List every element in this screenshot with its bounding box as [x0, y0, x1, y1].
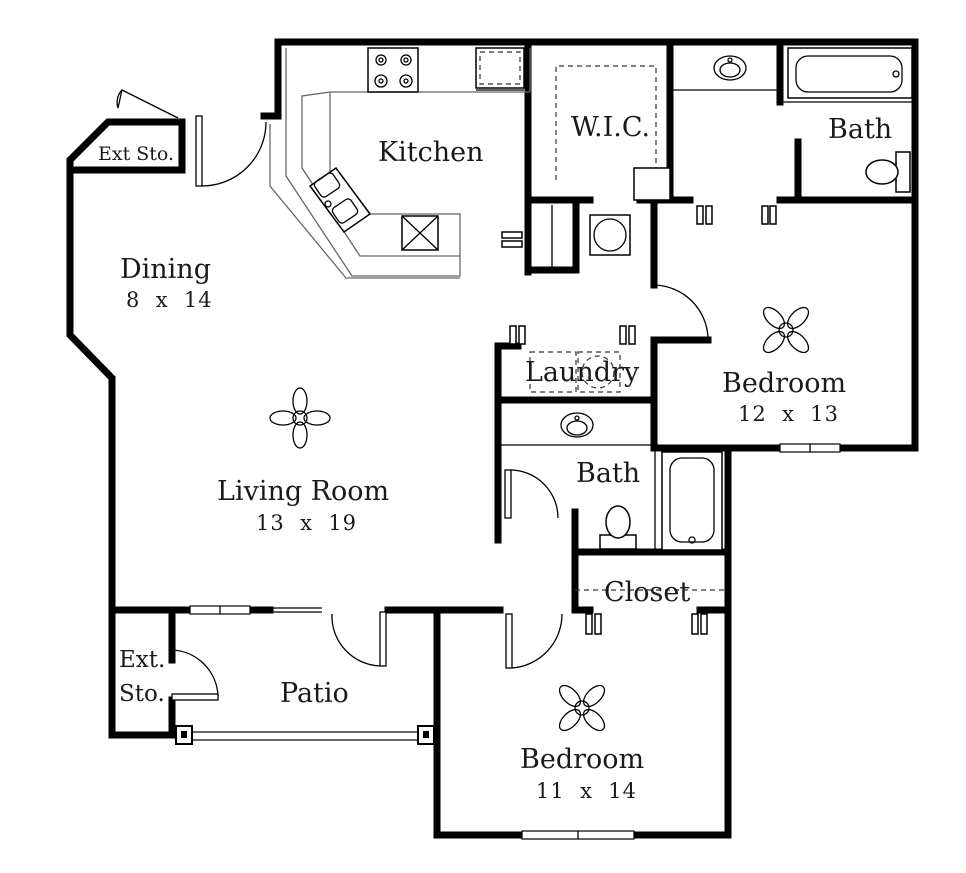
windows: [175, 443, 841, 840]
bedroom-master-label: Bedroom: [722, 368, 846, 399]
living-dims: 13 x 19: [256, 511, 357, 535]
refrigerator-icon: [475, 47, 525, 91]
entry-door: [195, 115, 267, 187]
sliding-door-living: [270, 607, 322, 613]
ext-storage-patio-label-line2: Sto.: [119, 681, 165, 707]
bathtub-icon: [661, 451, 723, 551]
master-bath-fixtures: [713, 47, 913, 193]
ext-storage-patio-door: [171, 649, 219, 701]
laundry-fixtures: [529, 351, 621, 393]
bath-second-label: Bath: [576, 458, 640, 489]
toilet-icon: [865, 151, 911, 193]
exterior-walls: [66, 38, 919, 839]
ext-storage-top-door: [116, 89, 179, 119]
closet-label: Closet: [604, 577, 690, 608]
interior-partitions: [500, 89, 915, 591]
patio-railing: [175, 725, 435, 745]
dining-label: Dining: [120, 254, 211, 285]
stove-icon: [367, 47, 419, 93]
bedroom-second-label: Bedroom: [520, 744, 644, 775]
ceiling-fan-icon-bedroom-second: [558, 684, 606, 732]
dining-dims: 8 x 14: [126, 288, 213, 312]
kitchen-label: Kitchen: [378, 137, 484, 168]
laundry-label: Laundry: [525, 357, 640, 388]
toilet-icon: [599, 505, 637, 550]
kitchen-fixtures: [269, 47, 531, 279]
wic-fixtures: [551, 65, 671, 270]
bedroom-master-dims: 12 x 13: [738, 402, 839, 426]
ext-storage-patio-label-line1: Ext.: [119, 647, 165, 673]
ceiling-fan-icon-living: [269, 387, 331, 449]
second-bath-fixtures: [560, 412, 723, 551]
room-labels: Kitchen W.I.C. Bath Ext Sto. Dining 8 x …: [98, 112, 892, 803]
ceiling-fan-icon-bedroom-master: [762, 306, 810, 354]
bedroom-master-door: [653, 284, 709, 339]
window-bedroom-second: [521, 830, 635, 840]
patio-label: Patio: [280, 678, 349, 709]
kitchen-sink-icon: [308, 166, 372, 234]
window-bedroom-master: [779, 443, 841, 453]
wic-label: W.I.C.: [571, 112, 650, 143]
sink-icon: [560, 412, 594, 438]
sink-icon: [713, 55, 747, 81]
bath-second-door: [504, 469, 559, 519]
bifold-door-markers: [501, 205, 777, 635]
water-heater-icon: [589, 214, 631, 256]
doors: [116, 89, 777, 701]
ext-storage-top-label: Ext Sto.: [98, 143, 174, 165]
window-patio-top: [189, 605, 251, 615]
dishwasher-icon: [401, 215, 439, 251]
bedroom-second-dims: 11 x 14: [536, 779, 637, 803]
bathtub-icon: [787, 47, 913, 99]
living-label: Living Room: [217, 476, 389, 507]
bath-master-label: Bath: [828, 114, 892, 145]
patio-door: [331, 611, 387, 667]
bedroom-second-door: [505, 613, 563, 669]
